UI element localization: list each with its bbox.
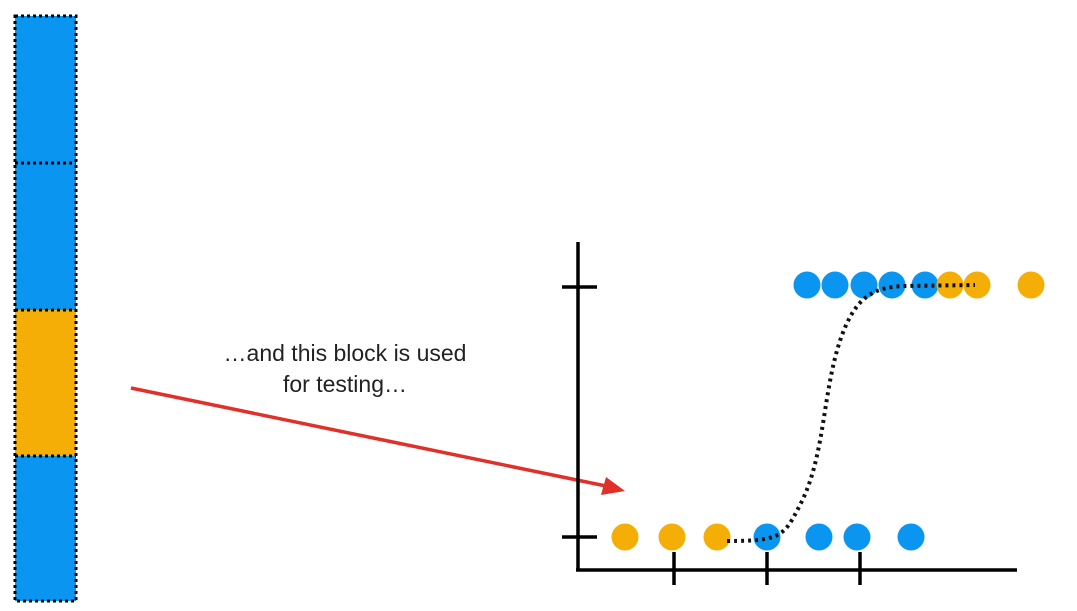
annotation-text: …and this block is used for testing… xyxy=(150,338,540,400)
fold-block-borders xyxy=(13,14,78,603)
logistic-curve xyxy=(726,283,976,543)
bottom-row-blue-point xyxy=(843,523,871,551)
fold-column xyxy=(13,14,78,603)
top-row-orange-point xyxy=(936,271,964,299)
fold-block-4 xyxy=(15,456,76,601)
top-row-blue-point xyxy=(821,271,849,299)
chart-axes xyxy=(562,242,1017,585)
bottom-row-orange-point xyxy=(611,523,639,551)
fold-block-1 xyxy=(15,16,76,163)
annotation-line-1: …and this block is used xyxy=(223,340,467,366)
bottom-row-blue-point xyxy=(897,523,925,551)
top-row-blue-point xyxy=(850,271,878,299)
bottom-row-orange-point xyxy=(703,523,731,551)
top-row-orange-point xyxy=(1017,271,1045,299)
bottom-row-orange-point xyxy=(658,523,686,551)
top-row-orange-point xyxy=(963,271,991,299)
annotation-line-2: for testing… xyxy=(283,371,407,397)
bottom-row-blue-point xyxy=(805,523,833,551)
bottom-row-blue-point xyxy=(753,523,781,551)
fold-block-3-test xyxy=(15,310,76,456)
top-row-blue-point xyxy=(878,271,906,299)
data-points xyxy=(611,271,1045,551)
top-row-blue-point xyxy=(793,271,821,299)
fold-block-2 xyxy=(15,163,76,310)
pointer-arrow xyxy=(130,386,625,495)
